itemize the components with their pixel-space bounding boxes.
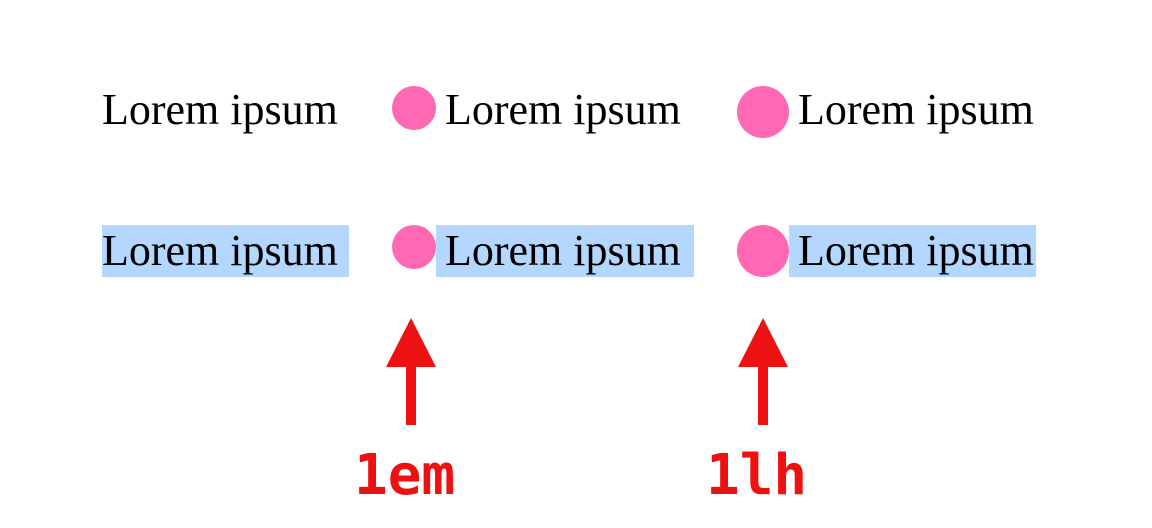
- dot-1em-icon: [392, 86, 436, 130]
- dot-1lh-icon: [737, 86, 789, 138]
- dot-1lh-icon: [737, 225, 789, 277]
- item-text: Lorem ipsum: [102, 225, 349, 277]
- annotation-label-1em: 1em: [354, 443, 456, 508]
- dot-1em-icon: [392, 225, 436, 269]
- arrow-up-icon: [386, 318, 436, 425]
- item-text: Lorem ipsum: [445, 85, 681, 134]
- item-text: Lorem ipsum: [436, 225, 694, 277]
- item-text: Lorem ipsum: [789, 225, 1036, 277]
- item-text: Lorem ipsum: [102, 85, 338, 134]
- arrow-up-icon: [738, 318, 788, 425]
- row-highlighted: Lorem ipsum Lorem ipsum Lorem ipsum: [0, 225, 1152, 285]
- annotation-label-1lh: 1lh: [706, 443, 808, 508]
- item-text: Lorem ipsum: [798, 85, 1034, 134]
- row-plain: Lorem ipsum Lorem ipsum Lorem ipsum: [0, 85, 1152, 146]
